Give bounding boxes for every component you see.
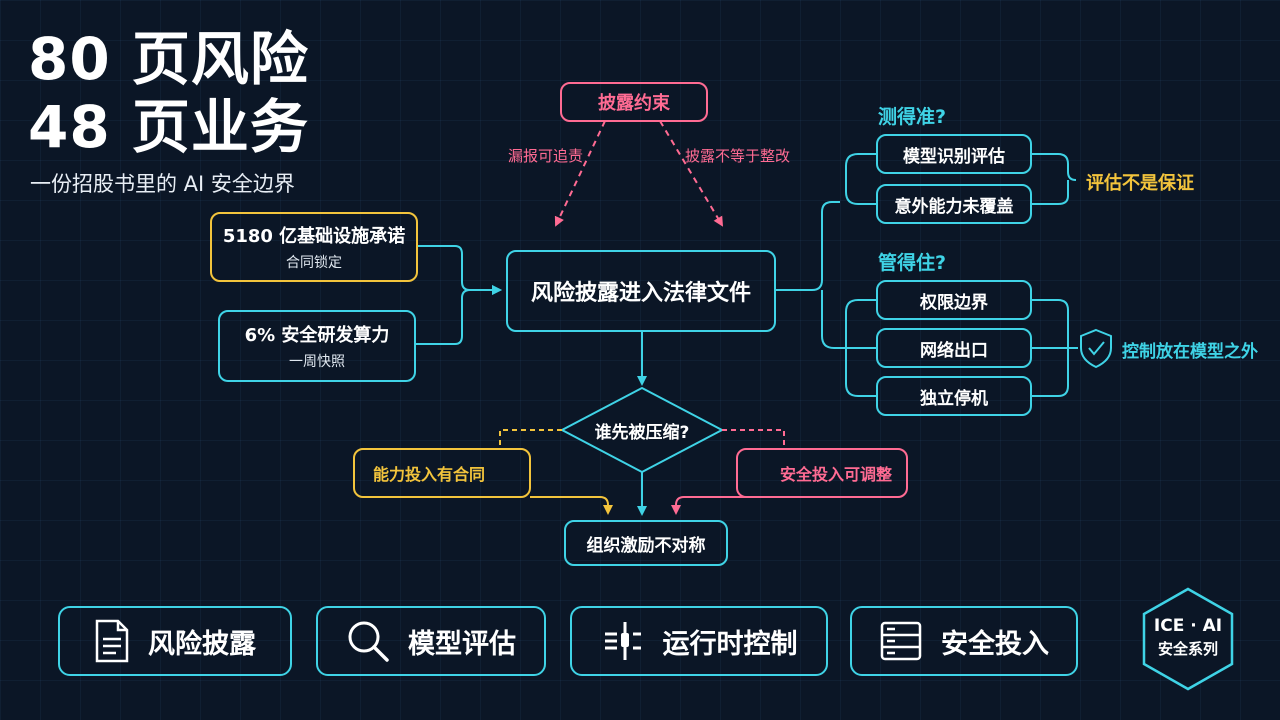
sliders-icon bbox=[604, 622, 641, 660]
control-item-box: 权限边界 bbox=[876, 280, 1032, 320]
badge-text: ICE · AI 安全系列 bbox=[1140, 614, 1236, 660]
card-safety-investment: 安全投入 bbox=[850, 606, 1078, 676]
card-label: 模型评估 bbox=[408, 628, 516, 660]
card-runtime-control: 运行时控制 bbox=[570, 606, 828, 676]
headline-line1: 80 页风险 bbox=[28, 25, 309, 93]
headline-subtitle: 一份招股书里的 AI 安全边界 bbox=[30, 172, 295, 196]
branch-right-box: 安全投入可调整 bbox=[736, 448, 908, 498]
branch-left-box: 能力投入有合同 bbox=[353, 448, 531, 498]
shield-icon bbox=[1080, 328, 1112, 369]
input-title: 5180 亿基础设施承诺 bbox=[222, 226, 406, 247]
branch-right-label: 安全投入可调整 bbox=[779, 465, 892, 484]
control-item-box: 独立停机 bbox=[876, 376, 1032, 416]
measure-item-box: 意外能力未覆盖 bbox=[876, 184, 1032, 224]
measure-item-label: 模型识别评估 bbox=[903, 146, 1005, 167]
badge-line1: ICE · AI bbox=[1153, 616, 1223, 636]
control-item-label: 权限边界 bbox=[920, 292, 988, 313]
input-box-safety-compute: 6% 安全研发算力 一周快照 bbox=[218, 310, 416, 382]
center-label: 风险披露进入法律文件 bbox=[530, 281, 751, 306]
right-note: 披露不等于整改 bbox=[685, 147, 791, 165]
input-sub: 一周快照 bbox=[289, 354, 345, 370]
measure-heading: 测得准? bbox=[878, 106, 947, 128]
measure-conclusion: 评估不是保证 bbox=[1086, 173, 1194, 194]
decision-label: 谁先被压缩? bbox=[594, 423, 690, 443]
card-label: 风险披露 bbox=[148, 628, 256, 660]
input-box-infrastructure: 5180 亿基础设施承诺 合同锁定 bbox=[210, 212, 418, 282]
document-icon bbox=[95, 619, 129, 663]
constraint-box: 披露约束 bbox=[560, 82, 708, 122]
hexagon-badge bbox=[1142, 587, 1234, 691]
headline-line2: 48 页业务 bbox=[28, 93, 309, 161]
card-label: 安全投入 bbox=[941, 628, 1049, 660]
constraint-label: 披露约束 bbox=[598, 93, 670, 114]
left-note: 漏报可追责 bbox=[508, 147, 584, 165]
control-item-label: 网络出口 bbox=[920, 340, 988, 361]
input-sub: 合同锁定 bbox=[286, 255, 342, 271]
outcome-box: 组织激励不对称 bbox=[564, 520, 728, 566]
measure-item-label: 意外能力未覆盖 bbox=[894, 196, 1014, 217]
center-box: 风险披露进入法律文件 bbox=[506, 250, 776, 332]
badge-line2: 安全系列 bbox=[1157, 640, 1218, 658]
control-item-box: 网络出口 bbox=[876, 328, 1032, 368]
card-label: 运行时控制 bbox=[662, 628, 798, 660]
server-icon bbox=[880, 621, 922, 661]
card-risk-disclosure: 风险披露 bbox=[58, 606, 292, 676]
control-conclusion: 控制放在模型之外 bbox=[1122, 342, 1258, 362]
search-icon bbox=[348, 621, 389, 662]
control-heading: 管得住? bbox=[878, 252, 947, 274]
card-model-evaluation: 模型评估 bbox=[316, 606, 546, 676]
measure-item-box: 模型识别评估 bbox=[876, 134, 1032, 174]
outcome-label: 组织激励不对称 bbox=[586, 535, 706, 556]
input-title: 6% 安全研发算力 bbox=[244, 325, 390, 346]
branch-left-label: 能力投入有合同 bbox=[373, 465, 486, 484]
control-item-label: 独立停机 bbox=[920, 388, 988, 409]
